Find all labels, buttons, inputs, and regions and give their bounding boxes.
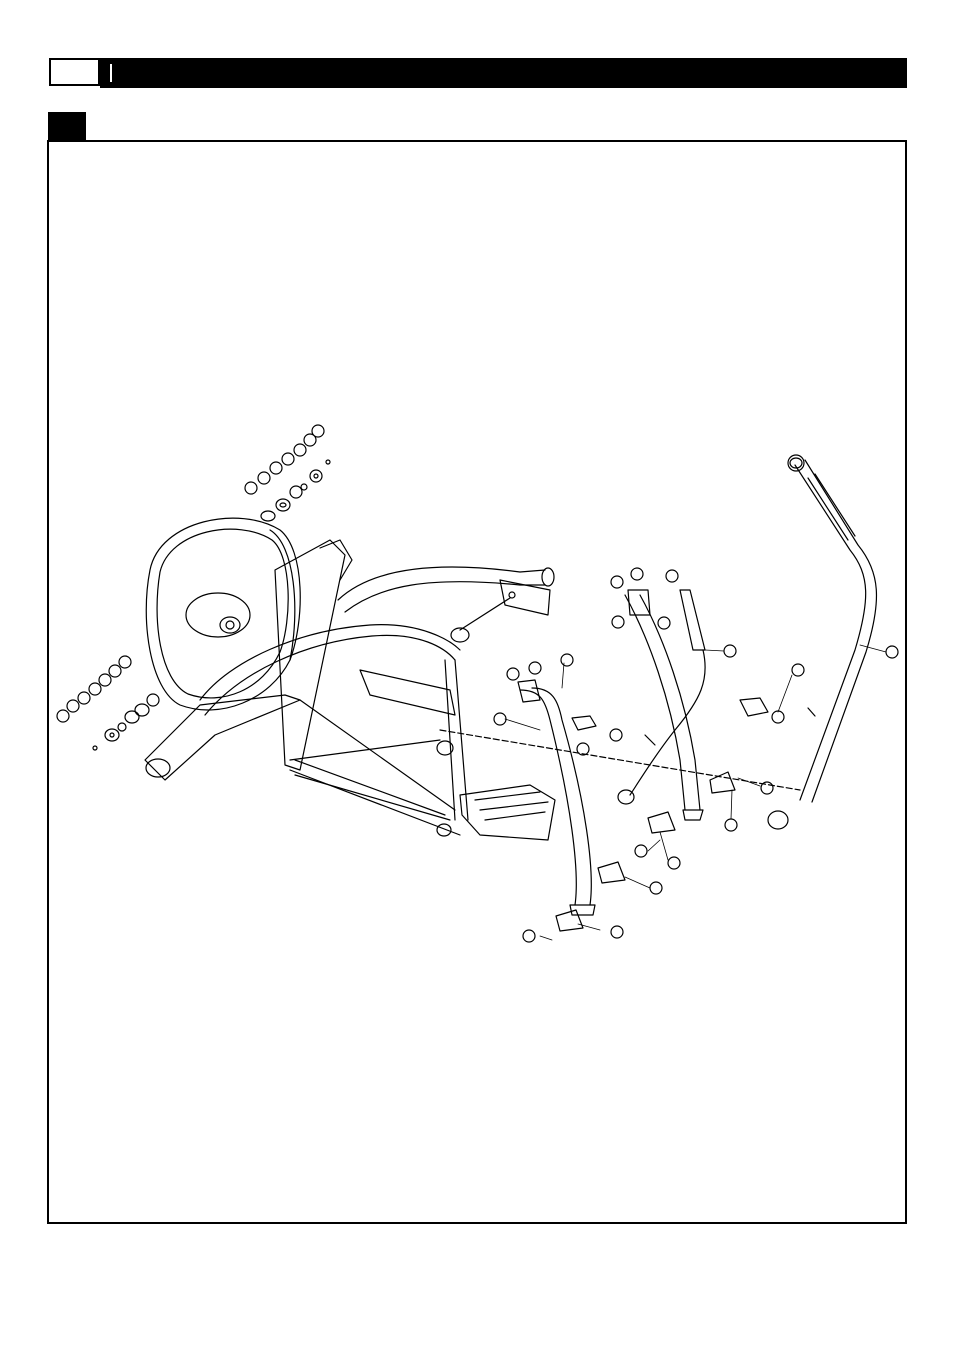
bearing-stack-left (92, 693, 160, 751)
handlebar-pair (617, 589, 706, 821)
header-bar (100, 58, 907, 88)
pivot-brackets (571, 697, 816, 746)
callout-circles (56, 424, 899, 943)
long-handlebar (767, 457, 878, 830)
main-upright-arc (199, 539, 555, 771)
middle-handlebar (517, 679, 596, 916)
header-tick (110, 64, 112, 82)
axle-centerline (439, 729, 801, 791)
diagram-frame (47, 140, 907, 1224)
leader-lines (504, 644, 887, 941)
page-number-box (49, 58, 100, 86)
bearing-stack-top (260, 459, 331, 522)
foot-pedal (459, 784, 556, 841)
pedal-arms (289, 659, 469, 837)
step-badge (48, 112, 86, 140)
base-frame (144, 694, 461, 836)
flywheel-cover (145, 517, 301, 711)
foot-covers (555, 771, 736, 932)
